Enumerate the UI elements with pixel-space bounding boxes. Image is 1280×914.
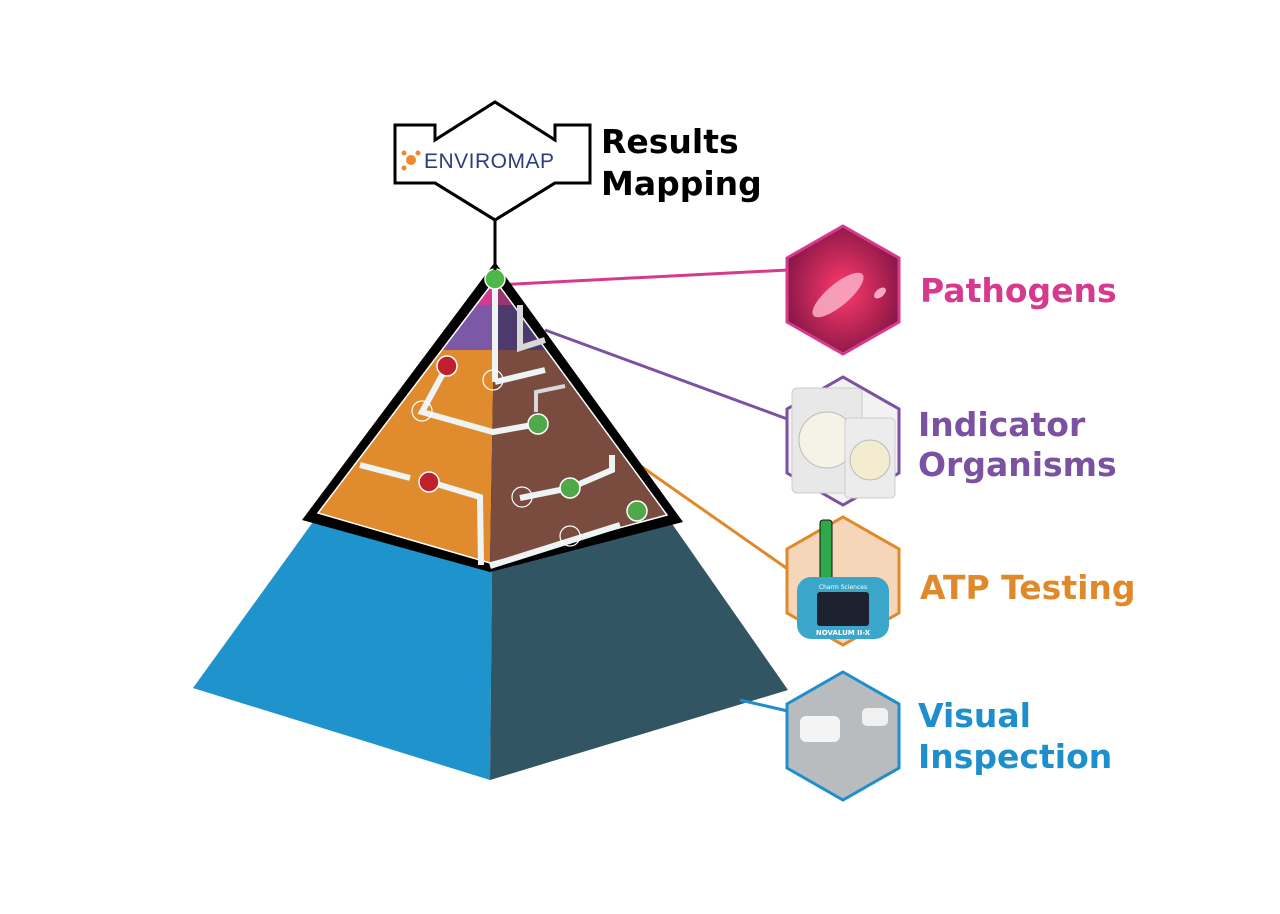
status-dot-red	[436, 355, 458, 377]
enviromap-logo-icon	[401, 150, 421, 171]
device-model: NOVALUM II-X	[816, 629, 871, 637]
bacteria-image	[785, 224, 901, 356]
circuit-paths	[359, 280, 621, 569]
title-mapping: Mapping	[601, 164, 762, 203]
device-brand: Charm Sciences	[819, 584, 867, 591]
cleaning-surface-image	[785, 670, 901, 802]
label-pathogens: Pathogens	[920, 271, 1117, 310]
status-dot-green	[484, 268, 506, 290]
atp-luminometer-image: Charm Sciences NOVALUM II-X	[785, 515, 901, 647]
label-indicator: Indicator	[918, 405, 1086, 444]
connector-indicator	[544, 328, 791, 422]
label-visual: Visual	[918, 696, 1031, 735]
label-organisms: Organisms	[918, 445, 1117, 484]
status-dot-green	[626, 500, 648, 522]
label-atp-testing: ATP Testing	[920, 568, 1136, 607]
petri-dish-image	[785, 375, 901, 507]
status-dot-red	[418, 471, 440, 493]
enviromap-logo-text: ENVIROMAP	[424, 150, 555, 173]
connector-visual	[739, 698, 793, 714]
connector-pathogens	[494, 268, 789, 287]
status-dot-green	[527, 413, 549, 435]
connector-atp	[624, 453, 793, 574]
title-results: Results	[601, 122, 739, 161]
label-inspection: Inspection	[918, 737, 1112, 776]
status-dot-green	[559, 477, 581, 499]
